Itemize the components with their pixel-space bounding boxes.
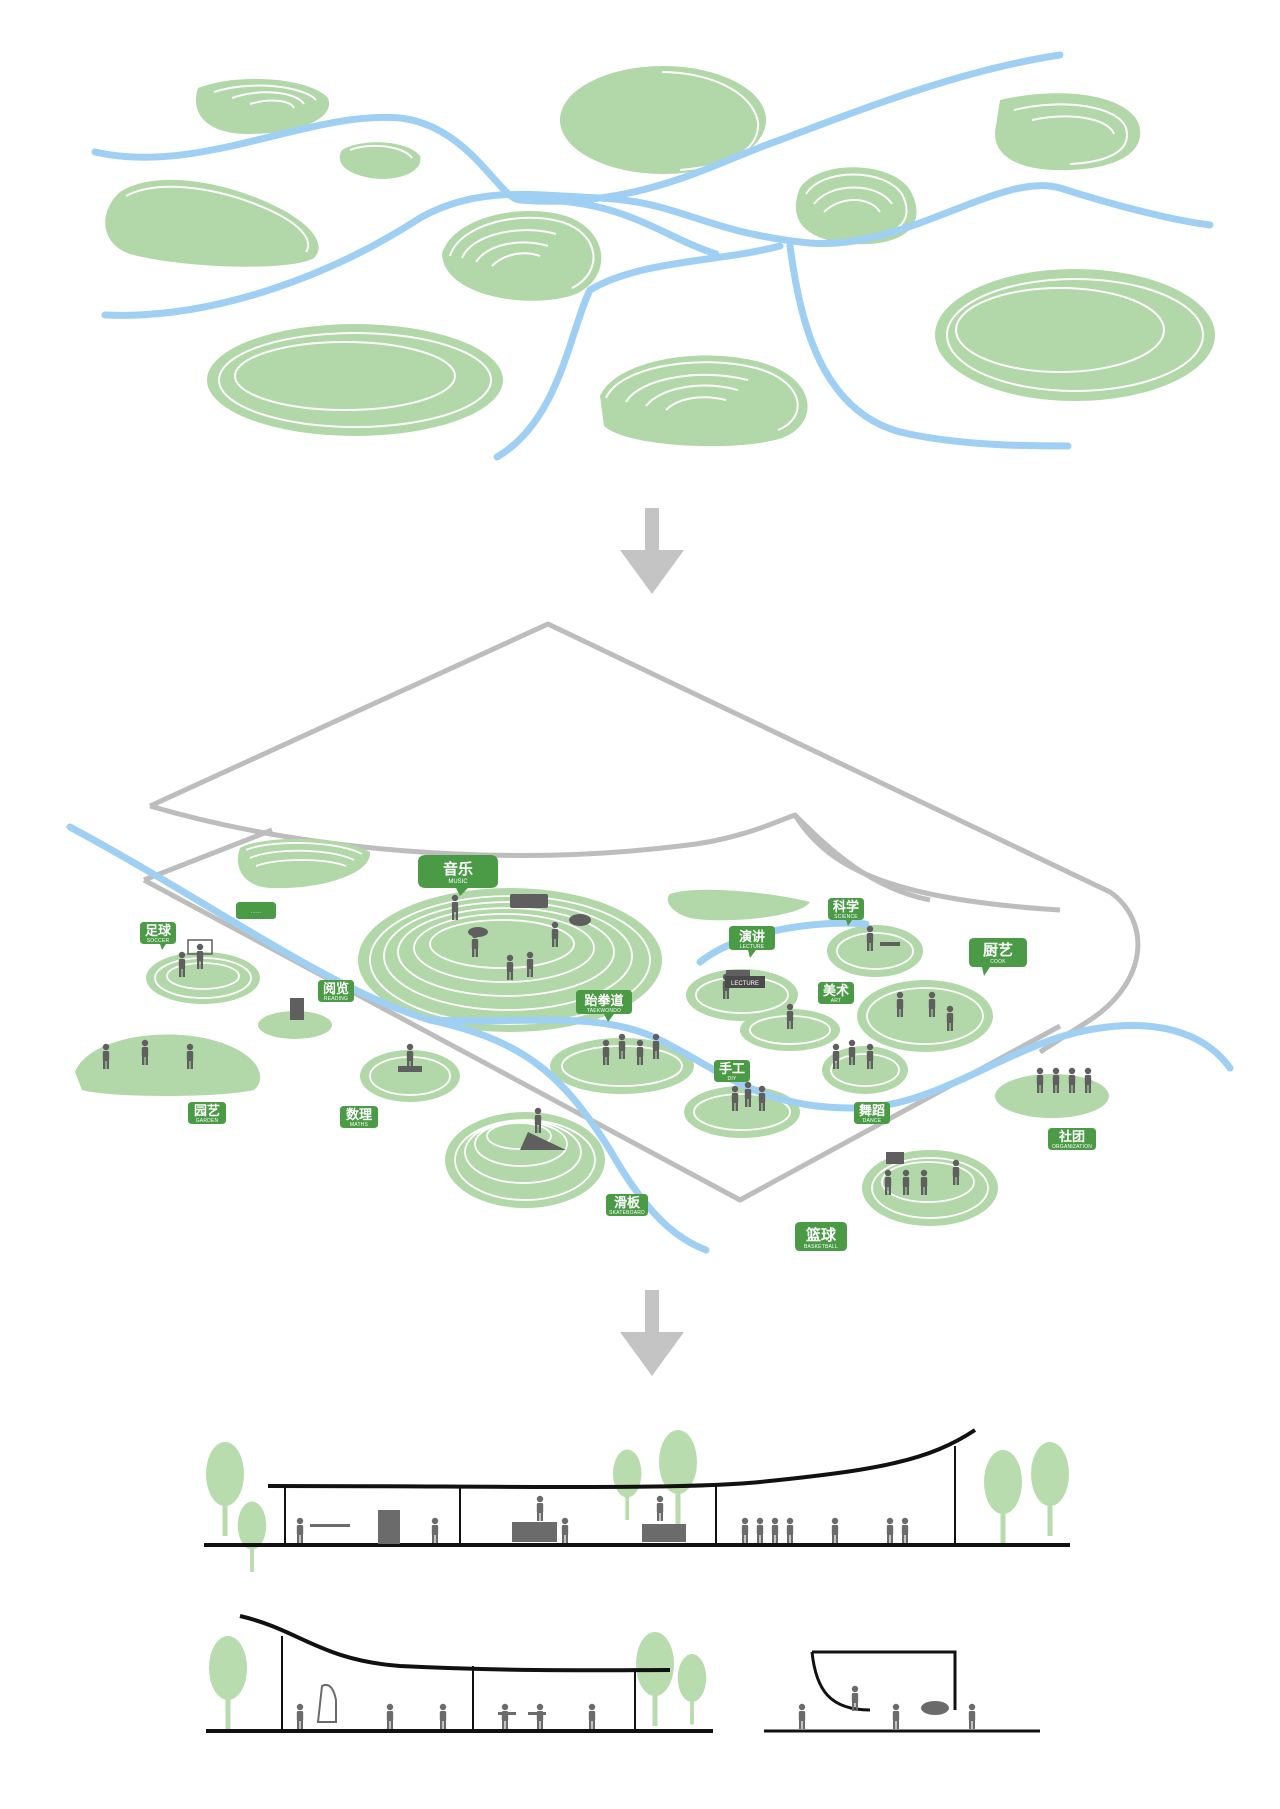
label-art: 美术 ART [818,982,854,1004]
svg-text:DIY: DIY [728,1076,737,1082]
svg-text:厨艺: 厨艺 [983,941,1013,959]
stage-sections [204,1428,1070,1733]
svg-text:社团: 社团 [1058,1129,1085,1145]
section-3 [764,1650,1040,1733]
label-diy: 手工 DIY [714,1060,750,1082]
river-lines [91,51,1214,461]
label-cook: 厨艺 COOK [969,938,1027,976]
label-organization: 社团 ORGANIZATION [1048,1128,1096,1150]
svg-text:阅览: 阅览 [323,981,349,997]
contour-lines [125,71,1204,431]
label-maths: 数理 MATHS [340,1106,378,1128]
svg-text:跆拳道: 跆拳道 [584,993,623,1009]
svg-text:科学: 科学 [833,899,859,915]
tree-icon [206,1430,1069,1730]
svg-text:演讲: 演讲 [739,929,765,945]
roof-outline [142,621,1141,1203]
svg-text:READING: READING [324,996,348,1002]
stage-isometric-plan: LECTURE 音乐 MUSIC …… 足球 SOCCER [66,621,1234,1254]
stage-mounds-and-rivers [91,51,1215,461]
down-arrow-icon [620,508,684,594]
activity-labels: 音乐 MUSIC …… 足球 SOCCER 阅览 READING [140,855,1096,1251]
person-silhouette-icon [102,894,1092,1195]
svg-text:LECTURE: LECTURE [740,944,765,950]
svg-text:园艺: 园艺 [194,1103,220,1119]
svg-text:音乐: 音乐 [443,860,473,878]
svg-text:GARDEN: GARDEN [196,1118,219,1124]
svg-text:COOK: COOK [990,959,1006,965]
svg-text:美术: 美术 [823,983,849,999]
down-arrow-icon [620,1290,684,1376]
person-silhouette-icon [296,1495,909,1544]
label-music: 音乐 MUSIC [418,855,498,896]
svg-text:舞蹈: 舞蹈 [858,1103,885,1119]
svg-text:MUSIC: MUSIC [448,879,468,885]
svg-text:SKATEBOARD: SKATEBOARD [609,1210,645,1216]
label-soccer: 足球 SOCCER [140,922,176,950]
svg-text:篮球: 篮球 [805,1226,837,1244]
person-silhouette-icon [798,1685,976,1729]
label-taekwondo: 跆拳道 TAEKWONDO [576,990,632,1022]
label-dance: 舞蹈 DANCE [854,1102,890,1124]
section-1 [204,1428,1070,1547]
label-science: 科学 SCIENCE [828,898,864,926]
mound-group [105,66,1215,447]
svg-text:DANCE: DANCE [863,1118,882,1124]
label-skateboard: 滑板 SKATEBOARD [606,1194,648,1216]
svg-text:数理: 数理 [346,1107,372,1123]
svg-text:ART: ART [831,998,842,1004]
label-garden: 园艺 GARDEN [188,1102,226,1124]
label-lecture: 演讲 LECTURE [729,926,775,958]
svg-text:LECTURE: LECTURE [731,981,759,987]
svg-text:MATHS: MATHS [350,1122,369,1128]
svg-text:滑板: 滑板 [614,1195,641,1211]
svg-text:……: …… [251,909,261,915]
plan-river [66,823,1234,1254]
svg-text:手工: 手工 [719,1061,745,1077]
svg-text:BASKETBALL: BASKETBALL [804,1244,838,1250]
person-silhouette-icon [296,1684,596,1729]
label-basketball: 篮球 BASKETBALL [795,1222,847,1251]
svg-text:SCIENCE: SCIENCE [834,914,858,920]
svg-text:足球: 足球 [145,923,172,939]
label-blank: …… [236,902,276,919]
svg-text:ORGANIZATION: ORGANIZATION [1052,1144,1092,1150]
svg-text:SOCCER: SOCCER [147,938,170,944]
lecture-sign: LECTURE [725,976,765,988]
svg-text:TAEKWONDO: TAEKWONDO [587,1008,621,1014]
label-reading: 阅览 READING [318,980,354,1002]
section-2 [206,1614,713,1733]
